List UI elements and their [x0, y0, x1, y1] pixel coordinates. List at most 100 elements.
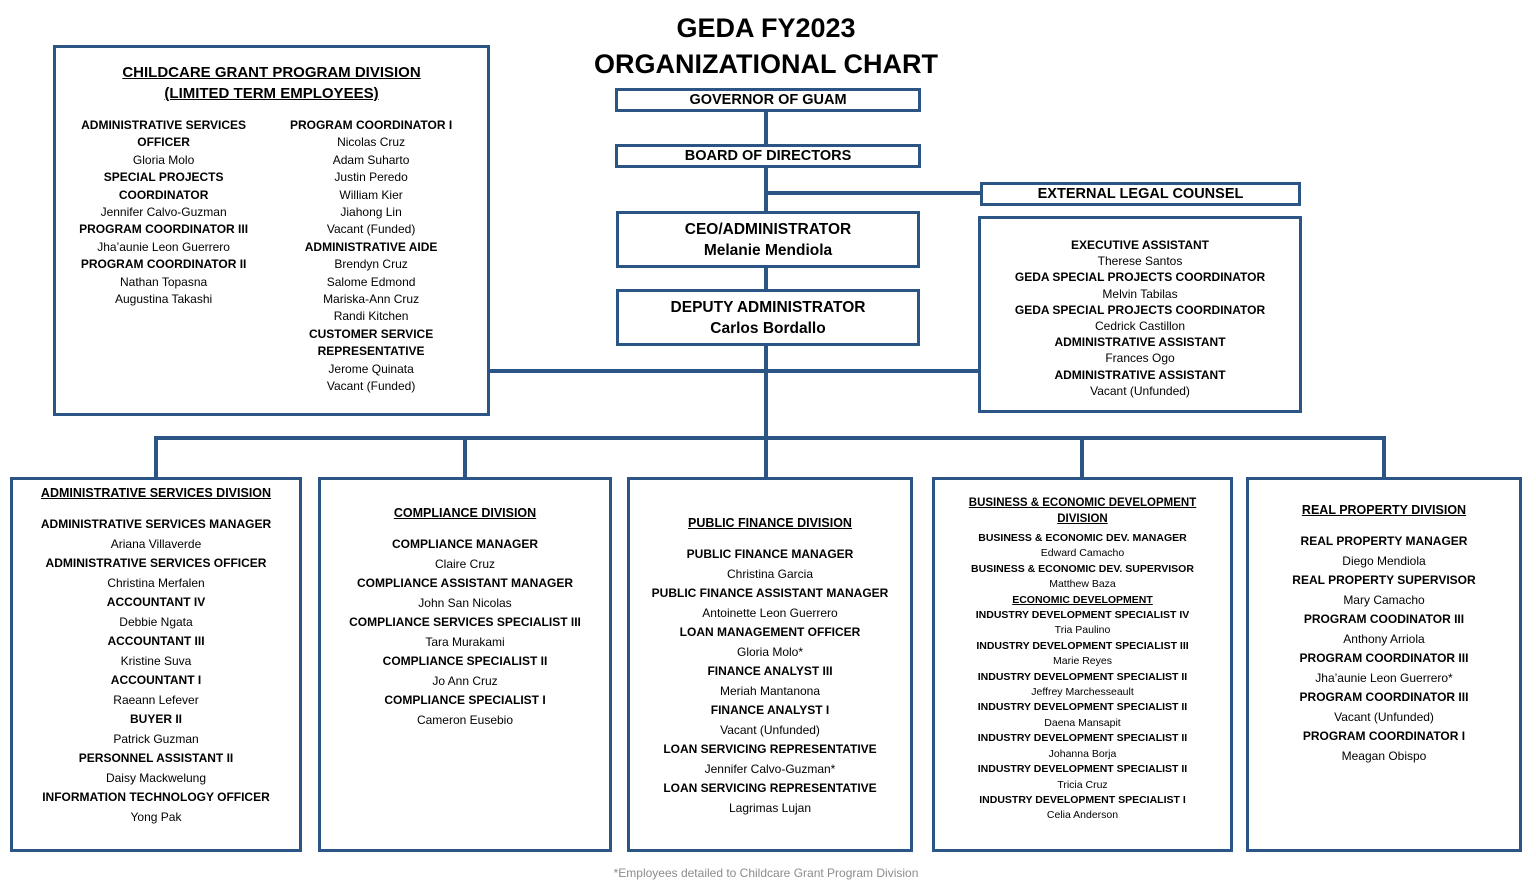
roster-name: Daisy Mackwelung — [105, 770, 207, 785]
roster-name: John San Nicolas — [418, 595, 512, 610]
roster-name: Daena Mansapit — [1044, 716, 1121, 729]
roster-role: GEDA SPECIAL PROJECTS COORDINATOR — [1014, 270, 1266, 285]
childcare-columns: ADMINISTRATIVE SERVICES OFFICER Gloria Mo… — [56, 117, 487, 396]
childcare-division-box: CHILDCARE GRANT PROGRAM DIVISION(LIMITED… — [53, 45, 490, 416]
roster-name: Gloria Molo — [132, 152, 195, 167]
ceo-title: CEO/ADMINISTRATOR — [684, 220, 852, 238]
roster-name: Marie Reyes — [1053, 655, 1112, 668]
title-line: ADMINISTRATIVE SERVICES DIVISION — [40, 486, 272, 500]
connector-drop-public-finance — [764, 436, 768, 477]
roster-name: Christina Garcia — [726, 566, 814, 581]
external-legal-counsel-box: EXTERNAL LEGAL COUNSEL — [980, 182, 1301, 206]
roster-role: PROGRAM COORDINATOR II — [80, 257, 247, 272]
roster-name: Meagan Obispo — [1341, 748, 1427, 763]
roster-role: INDUSTRY DEVELOPMENT SPECIALIST II — [977, 732, 1188, 745]
childcare-division-title: CHILDCARE GRANT PROGRAM DIVISION(LIMITED… — [56, 62, 487, 104]
roster-name: Tara Murakami — [425, 634, 505, 649]
deputy-name: Carlos Bordallo — [710, 319, 826, 337]
roster-name: Diego Mendiola — [1342, 553, 1426, 568]
division-title: REAL PROPERTY DIVISION — [1249, 502, 1519, 519]
roster-role: LOAN SERVICING REPRESENTATIVE — [663, 781, 877, 795]
connector-drop-real-property — [1382, 436, 1386, 477]
roster-role: FINANCE ANALYST III — [707, 664, 833, 678]
roster-role: BUYER II — [129, 712, 182, 726]
roster-role: PROGRAM COODINATOR III — [1303, 612, 1465, 626]
roster-role: CUSTOMER SERVICE REPRESENTATIVE — [308, 326, 434, 359]
roster-name: Salome Edmond — [326, 274, 416, 289]
roster-name: Antoinette Leon Guerrero — [702, 605, 838, 620]
chart-title-line1: GEDA FY2023 — [676, 13, 856, 43]
title-line: DIVISION — [1057, 512, 1108, 525]
roster-role: INDUSTRY DEVELOPMENT SPECIALIST II — [977, 670, 1188, 683]
roster-name: Therese Santos — [1097, 254, 1183, 269]
title-line: PUBLIC FINANCE DIVISION — [688, 516, 852, 530]
roster-name: Jo Ann Cruz — [432, 673, 498, 688]
external-legal-counsel-label: EXTERNAL LEGAL COUNSEL — [1037, 186, 1244, 202]
roster-name: Anthony Arriola — [1343, 631, 1425, 646]
roster-role: INDUSTRY DEVELOPMENT SPECIALIST III — [976, 639, 1189, 652]
roster-role: ADMINISTRATIVE SERVICES OFFICER — [81, 118, 247, 150]
roster-name: Jennifer Calvo-Guzman — [100, 205, 227, 220]
roster-name: Lagrimas Lujan — [728, 800, 812, 815]
division-public-finance: PUBLIC FINANCE DIVISION PUBLIC FINANCE M… — [627, 477, 913, 852]
division-title: COMPLIANCE DIVISION — [321, 505, 609, 522]
roster-role: ADMINISTRATIVE SERVICES OFFICER — [45, 556, 267, 570]
roster-role: ADMINISTRATIVE SERVICES MANAGER — [40, 517, 272, 531]
connector-governor-board — [764, 112, 768, 146]
roster-name: Justin Peredo — [334, 170, 408, 185]
roster-name: Kristine Suva — [120, 653, 192, 668]
roster-name: Nathan Topasna — [120, 274, 208, 289]
division-title: ADMINISTRATIVE SERVICES DIVISION — [13, 485, 299, 502]
roster-role: ACCOUNTANT IV — [106, 595, 206, 609]
roster-name: Cedrick Castillon — [1094, 319, 1186, 334]
roster-name: Jha’aunie Leon Guerrero* — [1315, 670, 1453, 685]
title-line: BUSINESS & ECONOMIC DEVELOPMENT — [968, 497, 1197, 509]
roster-name: Vacant (Funded) — [326, 222, 416, 237]
roster-name: Tricia Cruz — [1057, 778, 1108, 791]
roster-role: ADMINISTRATIVE ASSISTANT — [1054, 367, 1226, 382]
roster-name: Raeann Lefever — [113, 692, 199, 707]
connector-drop-business-economic — [1080, 436, 1084, 477]
roster-role: PERSONNEL ASSISTANT II — [78, 751, 234, 765]
ceo-administrator-box: CEO/ADMINISTRATOR Melanie Mendiola — [616, 211, 920, 268]
roster-name: Jennifer Calvo-Guzman* — [704, 761, 836, 776]
title-line: REAL PROPERTY DIVISION — [1301, 503, 1467, 517]
roster-name: Cameron Eusebio — [416, 712, 514, 727]
roster-name: Jiahong Lin — [340, 205, 402, 220]
childcare-left-column: ADMINISTRATIVE SERVICES OFFICER Gloria Mo… — [64, 117, 263, 396]
roster-role: COMPLIANCE MANAGER — [392, 537, 538, 551]
division-real-property: REAL PROPERTY DIVISION REAL PROPERTY MAN… — [1246, 477, 1522, 852]
roster-role: INDUSTRY DEVELOPMENT SPECIALIST II — [977, 701, 1188, 714]
connector-childcare-execoffice — [490, 369, 978, 373]
roster-role: LOAN SERVICING REPRESENTATIVE — [663, 742, 877, 756]
connector-deputy-trunk — [764, 346, 768, 438]
roster-name: Debbie Ngata — [119, 614, 193, 629]
roster-name: Claire Cruz — [434, 556, 495, 571]
roster-name: Adam Suharto — [332, 152, 410, 167]
roster-role: REAL PROPERTY MANAGER — [1300, 534, 1468, 548]
roster-name: Frances Ogo — [1105, 351, 1175, 366]
roster-name: Mariska-Ann Cruz — [323, 292, 420, 307]
connector-external-legal-counsel — [766, 191, 980, 195]
roster-role: COMPLIANCE SPECIALIST II — [382, 654, 548, 668]
roster-name: Melvin Tabilas — [1102, 286, 1178, 301]
roster-name: Yong Pak — [130, 809, 182, 824]
roster-name: Edward Camacho — [1040, 547, 1125, 560]
roster-name: Gloria Molo* — [736, 644, 804, 659]
board-of-directors-box: BOARD OF DIRECTORS — [615, 144, 921, 168]
roster-name: Mary Camacho — [1343, 592, 1425, 607]
division-administrative-services: ADMINISTRATIVE SERVICES DIVISION ADMINIS… — [10, 477, 302, 852]
roster-role: FINANCE ANALYST I — [710, 703, 830, 717]
roster-role: ADMINISTRATIVE AIDE — [304, 239, 438, 254]
roster-name: Matthew Baza — [1049, 578, 1116, 591]
division-title: BUSINESS & ECONOMIC DEVELOPMENT DIVISION — [935, 496, 1230, 527]
roster-role: LOAN MANAGEMENT OFFICER — [679, 625, 861, 639]
roster-role: PROGRAM COORDINATOR I — [1302, 729, 1466, 743]
